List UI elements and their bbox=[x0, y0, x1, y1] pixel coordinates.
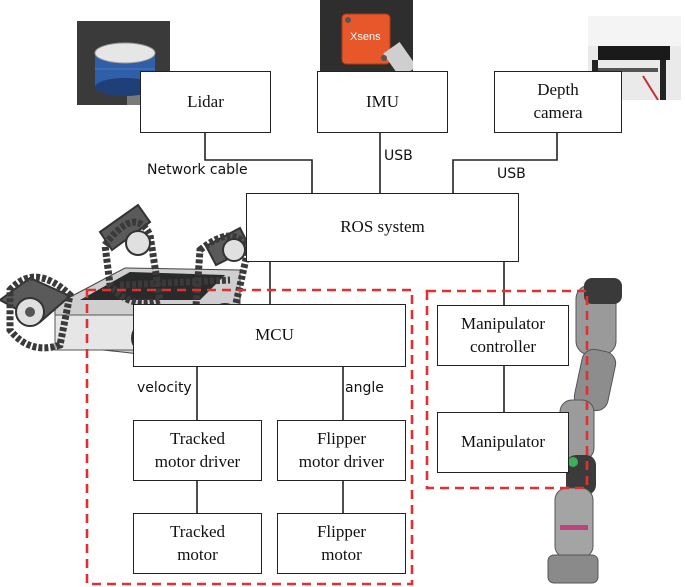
imu-box: IMU bbox=[317, 71, 448, 133]
manipulator-controller-box: Manipulator controller bbox=[437, 305, 569, 366]
ros-system-box: ROS system bbox=[246, 193, 519, 262]
lidar-box: Lidar bbox=[140, 71, 271, 133]
manipulator-box: Manipulator bbox=[437, 412, 569, 473]
flipper-motor-box: Flipper motor bbox=[277, 513, 406, 574]
mcu-subsystem-region bbox=[85, 288, 414, 586]
network-cable-label: Network cable bbox=[147, 162, 248, 178]
imu-photo: Xsens bbox=[320, 0, 413, 84]
depth-camera-photo bbox=[588, 16, 681, 100]
tracked-motor-box: Tracked motor bbox=[133, 513, 262, 574]
velocity-label: velocity bbox=[137, 380, 192, 396]
depth-camera-box: Depth camera bbox=[494, 71, 622, 133]
imu-brand-text: Xsens bbox=[350, 31, 381, 43]
usb-camera-label: USB bbox=[497, 166, 526, 182]
manipulator-subsystem-region bbox=[425, 289, 589, 490]
tracked-motor-driver-box: Tracked motor driver bbox=[133, 420, 262, 481]
flipper-motor-driver-box: Flipper motor driver bbox=[277, 420, 406, 481]
mcu-box: MCU bbox=[133, 304, 406, 367]
angle-label: angle bbox=[345, 380, 384, 396]
usb-imu-label: USB bbox=[384, 148, 413, 164]
